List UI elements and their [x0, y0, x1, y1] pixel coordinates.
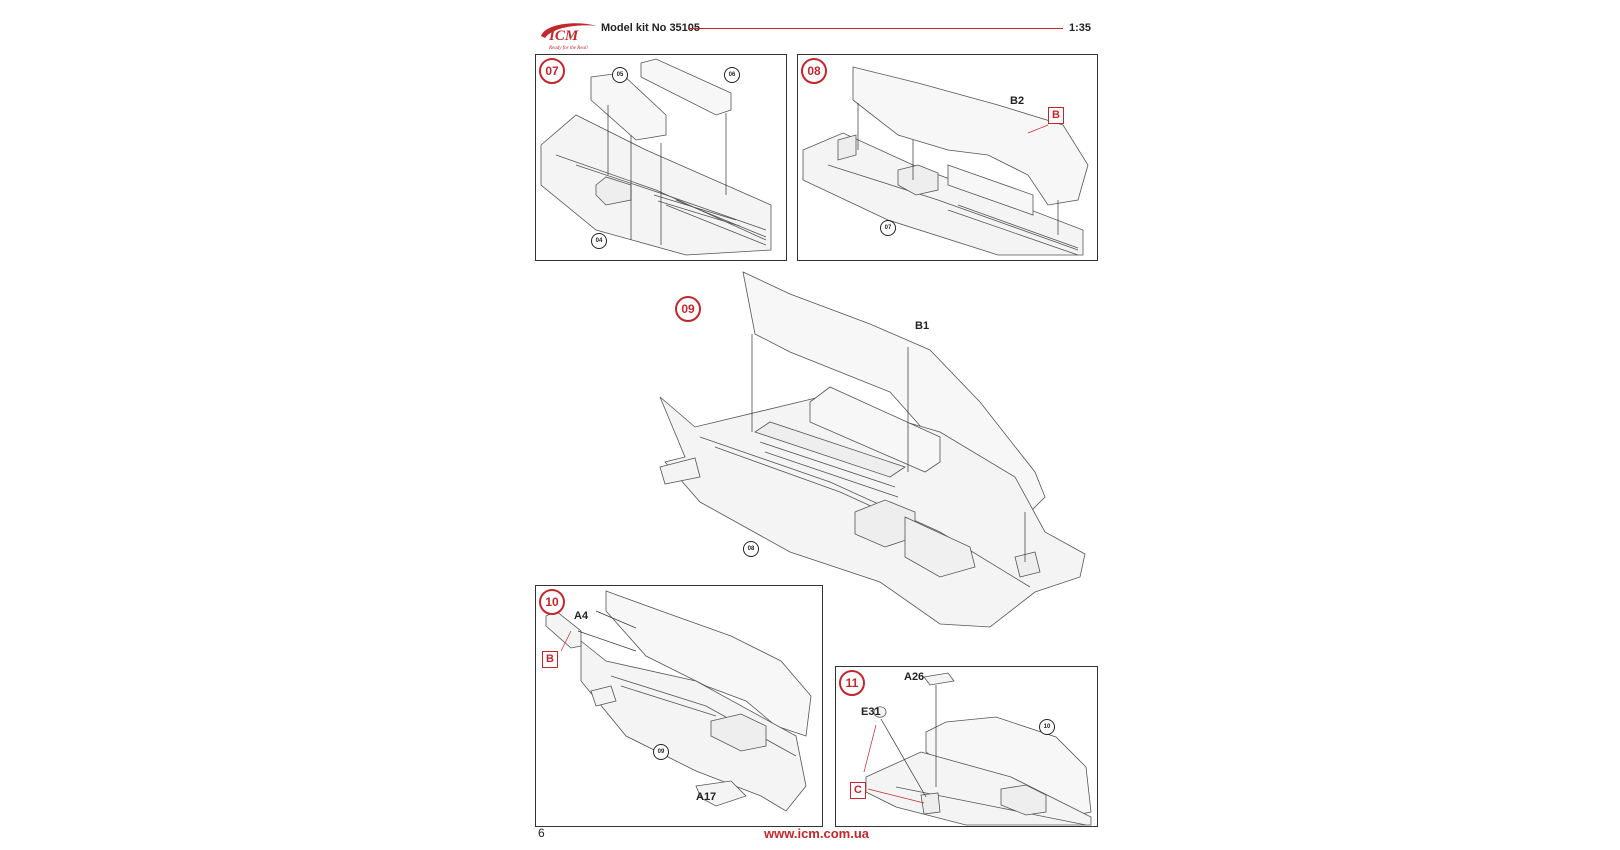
marker-c: C	[850, 782, 866, 799]
step-07-panel: 07 05 06 04	[535, 54, 787, 261]
svg-text:Ready for the Real!: Ready for the Real!	[548, 46, 588, 51]
marker-b: B	[1048, 107, 1064, 124]
step-number-10: 10	[539, 589, 565, 615]
part-label-a26: A26	[904, 671, 925, 683]
header-rule	[688, 28, 1063, 29]
part-label-e31: E31	[861, 706, 881, 718]
part-label-a17: A17	[696, 791, 717, 803]
step-07-drawing	[540, 58, 772, 256]
step-number-08: 08	[801, 58, 827, 84]
ref-06: 06	[724, 67, 740, 83]
step-11-panel: 11 A26 E31 C 10	[835, 666, 1098, 827]
step-09-drawing	[659, 271, 1086, 628]
step-10-panel: 10 A4 B 09 A17	[535, 585, 823, 827]
ref-07: 07	[880, 220, 896, 236]
icm-logo: ICM Ready for the Real!	[541, 23, 597, 51]
marker-b: B	[542, 651, 558, 668]
svg-text:ICM: ICM	[548, 28, 579, 44]
part-label-b1: B1	[915, 320, 930, 332]
step-number-09: 09	[675, 296, 701, 322]
ref-09: 09	[653, 744, 669, 760]
part-label-b2: B2	[1010, 95, 1025, 107]
step-number-11: 11	[839, 670, 865, 696]
website-link[interactable]: www.icm.com.ua	[764, 826, 869, 841]
step-11-drawing	[863, 672, 1092, 826]
ref-10: 10	[1039, 719, 1055, 735]
ref-04: 04	[591, 233, 607, 249]
ref-05: 05	[612, 67, 628, 83]
kit-title: Model kit No 35105	[601, 22, 701, 34]
step-08-panel: 08 B2 B 07	[797, 54, 1098, 261]
step-number-07: 07	[539, 58, 565, 84]
scale-label: 1:35	[1069, 22, 1092, 34]
page-number: 6	[538, 826, 545, 840]
part-label-a4: A4	[574, 610, 589, 622]
ref-08: 08	[743, 541, 759, 557]
step-08-drawing	[802, 66, 1089, 256]
step-09-area: 09 B1 08	[640, 262, 1100, 662]
step-10-drawing	[545, 590, 812, 812]
